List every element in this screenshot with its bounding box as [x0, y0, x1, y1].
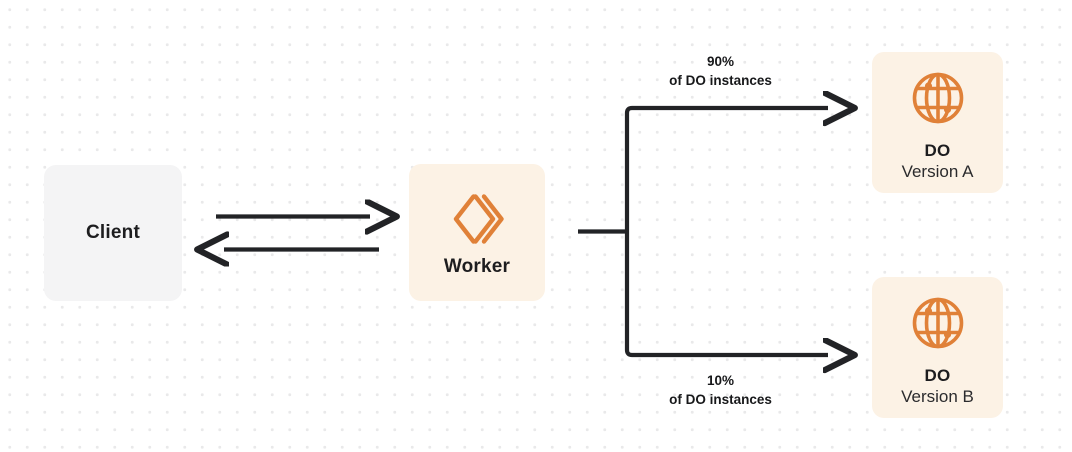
edge-label-do-a: 90% of DO instances	[655, 52, 786, 90]
edge-label-do-b: 10% of DO instances	[655, 371, 786, 409]
edge-label-do-a-caption: of DO instances	[669, 73, 772, 89]
node-do-version-a[interactable]: DO Version A	[872, 52, 1003, 193]
node-worker[interactable]: Worker	[409, 164, 545, 301]
node-worker-label: Worker	[443, 255, 511, 277]
node-do-version-b-sublabel: Version B	[901, 387, 974, 407]
node-client-label: Client	[86, 222, 140, 243]
node-do-version-a-sublabel: Version A	[901, 162, 974, 182]
node-do-version-a-label: DO	[924, 140, 951, 160]
globe-icon	[909, 291, 967, 355]
node-do-version-b[interactable]: DO Version B	[872, 277, 1003, 418]
node-do-version-b-label: DO	[924, 365, 951, 385]
cloudflare-workers-icon	[446, 188, 508, 250]
edge-label-do-b-caption: of DO instances	[669, 392, 772, 408]
edge-label-do-b-percent: 10%	[706, 373, 735, 388]
edge-label-do-a-percent: 90%	[706, 54, 735, 69]
globe-icon	[909, 66, 967, 130]
edge-worker-to-do-b	[624, 231, 828, 356]
edge-worker-to-do-a	[624, 108, 828, 232]
node-client[interactable]: Client	[44, 165, 182, 301]
